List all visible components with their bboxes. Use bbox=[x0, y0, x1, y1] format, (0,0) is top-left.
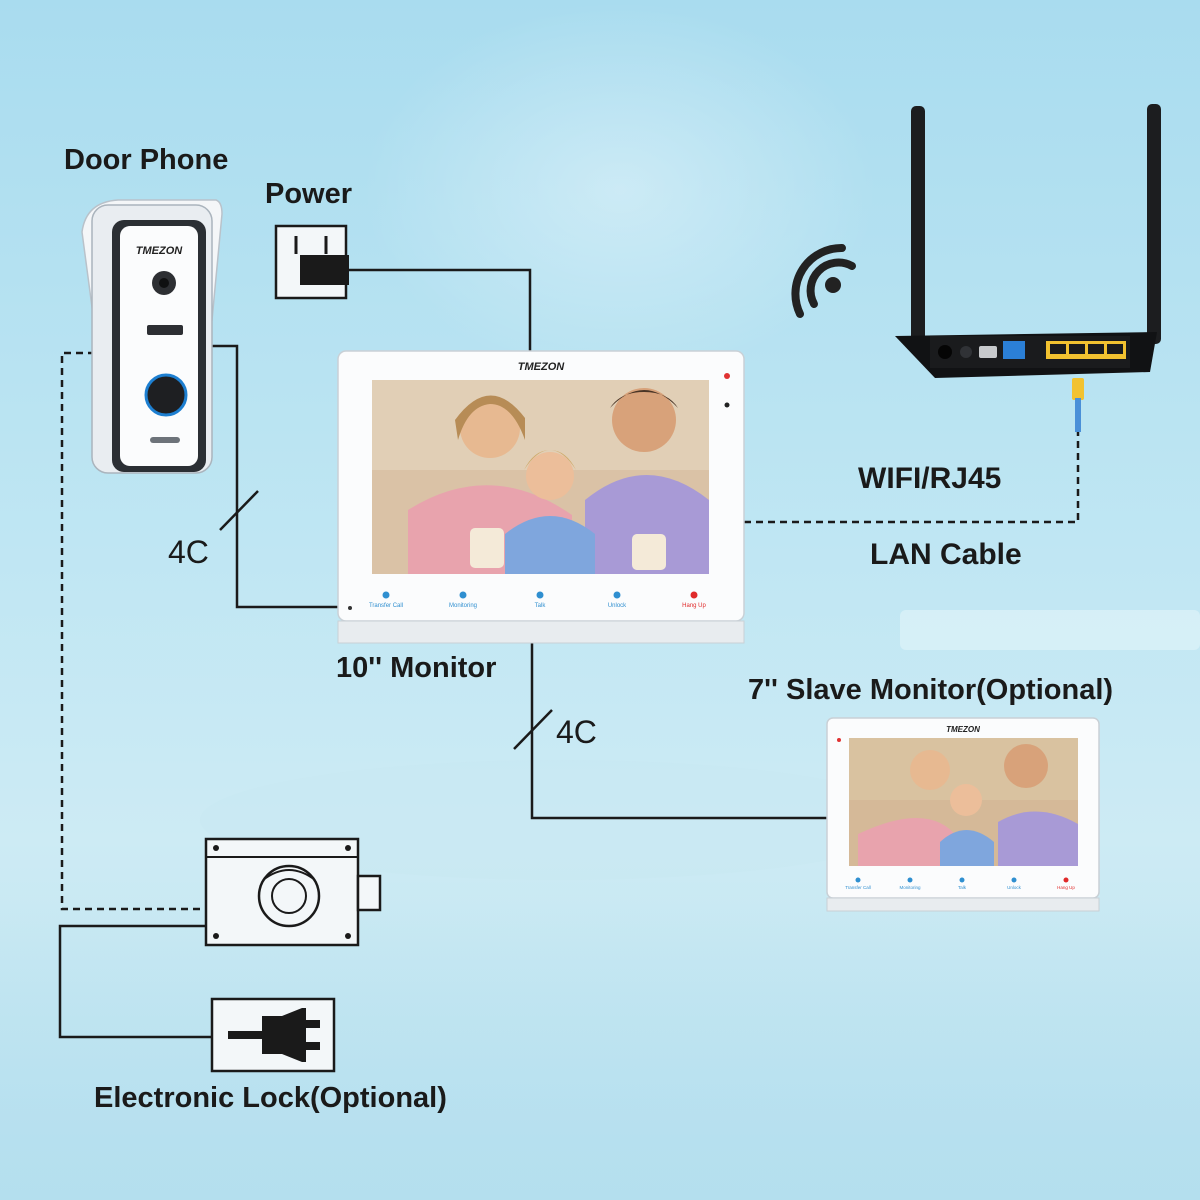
slave-monitor-button-0[interactable]: Transfer Call bbox=[845, 877, 871, 891]
monitor-brand: TMEZON bbox=[518, 361, 565, 373]
router-antenna-right bbox=[1147, 104, 1161, 344]
monitor-button-label: Unlock bbox=[608, 603, 627, 609]
monitor-button-label: Talk bbox=[535, 603, 547, 609]
router-wan-port bbox=[1003, 341, 1025, 359]
label-lan-cable: LAN Cable bbox=[870, 538, 1022, 571]
dashed-wires bbox=[60, 351, 1080, 911]
key-icon bbox=[1011, 877, 1017, 883]
monitor-button-label: Transfer Call bbox=[369, 603, 403, 609]
slave-monitor-button-label: Hang Up bbox=[1057, 885, 1075, 890]
slave-monitor-button-label: Transfer Call bbox=[845, 885, 871, 890]
speaker-grille-icon bbox=[150, 437, 180, 443]
monitor-button-label: Hang Up bbox=[682, 603, 706, 609]
label-wifi-rj45: WIFI/RJ45 bbox=[858, 462, 1002, 495]
power-plug-icon bbox=[210, 997, 336, 1073]
lan-cable-end bbox=[1075, 398, 1081, 432]
label-electronic-lock: Electronic Lock(Optional) bbox=[94, 1082, 447, 1114]
label-power: Power bbox=[265, 178, 353, 210]
slave-monitor-button-4[interactable]: Hang Up bbox=[1057, 877, 1075, 891]
slave-monitor-button-row: Transfer Call Monitoring Talk Unlock Hang Up bbox=[845, 877, 1075, 891]
call-button[interactable] bbox=[144, 373, 188, 417]
monitor-button-1[interactable]: Monitoring bbox=[449, 591, 477, 610]
slave-monitor-button-label: Unlock bbox=[1007, 885, 1022, 890]
monitor-button-3[interactable]: Unlock bbox=[608, 591, 627, 610]
label-4c-wire-left: 4C bbox=[168, 534, 209, 570]
wire-slash-left bbox=[219, 490, 259, 531]
label-4c-wire-bottom: 4C bbox=[556, 714, 597, 750]
slave-power-indicator-icon bbox=[837, 738, 841, 742]
power-indicator-icon bbox=[724, 373, 730, 379]
door-to-lock-dashed-wire bbox=[60, 351, 206, 911]
wires bbox=[58, 268, 827, 1039]
lock-to-plug-wire bbox=[58, 924, 212, 1039]
wire-slash-bottom bbox=[513, 709, 553, 750]
hangup-icon bbox=[690, 591, 698, 599]
monitoring-icon bbox=[459, 591, 467, 599]
photo-person-child bbox=[505, 516, 595, 574]
label-10-monitor: 10'' Monitor bbox=[336, 652, 497, 684]
monitor-button-4[interactable]: Hang Up bbox=[682, 591, 707, 610]
key-icon bbox=[613, 591, 621, 599]
router-power-button[interactable] bbox=[938, 345, 952, 359]
monitor-button-label: Monitoring bbox=[449, 603, 477, 609]
slave-monitor-button-2[interactable]: Talk bbox=[958, 877, 967, 891]
monitor-button-0[interactable]: Transfer Call bbox=[369, 591, 403, 610]
door-phone-brand: TMEZON bbox=[136, 245, 183, 257]
monitoring-icon bbox=[907, 877, 913, 883]
label-slave-monitor: 7'' Slave Monitor(Optional) bbox=[748, 674, 1114, 706]
mic-icon bbox=[724, 402, 730, 408]
rj45-plug bbox=[1072, 378, 1084, 400]
monitor-button-2[interactable]: Talk bbox=[535, 591, 547, 610]
label-door-phone: Door Phone bbox=[64, 144, 229, 176]
slave-monitor-button-label: Talk bbox=[958, 885, 967, 890]
talk-icon bbox=[959, 877, 965, 883]
router-antenna-left bbox=[911, 106, 925, 346]
photo-person-right bbox=[585, 475, 709, 574]
slave-monitor-brand: TMEZON bbox=[946, 725, 980, 734]
lan-dashed-wire bbox=[744, 428, 1080, 524]
slave-monitor-button-1[interactable]: Monitoring bbox=[899, 877, 921, 891]
power-wire bbox=[347, 268, 532, 352]
door-to-monitor-wire bbox=[205, 344, 338, 609]
slave-monitor-button-label: Monitoring bbox=[899, 885, 921, 890]
transfer-icon bbox=[855, 877, 861, 883]
slave-monitor-7-inch: TMEZON bbox=[826, 717, 1100, 912]
door-phone: TMEZON bbox=[81, 199, 223, 474]
router-usb-port bbox=[979, 346, 997, 358]
transfer-icon bbox=[382, 591, 390, 599]
power-socket-icon bbox=[274, 224, 349, 300]
monitor-button-row: Transfer Call Monitoring Talk Unlock Hang Up bbox=[369, 591, 707, 610]
monitor-to-slave-wire bbox=[530, 640, 827, 820]
hangup-icon bbox=[1063, 877, 1069, 883]
lock-knob-icon bbox=[257, 864, 321, 928]
slave-monitor-button-3[interactable]: Unlock bbox=[1007, 877, 1022, 891]
electronic-lock bbox=[204, 837, 382, 947]
monitor-10-inch: TMEZON bbox=[337, 350, 745, 644]
talk-icon bbox=[536, 591, 544, 599]
wifi-signal-icon bbox=[791, 243, 856, 318]
wifi-router bbox=[895, 104, 1161, 432]
